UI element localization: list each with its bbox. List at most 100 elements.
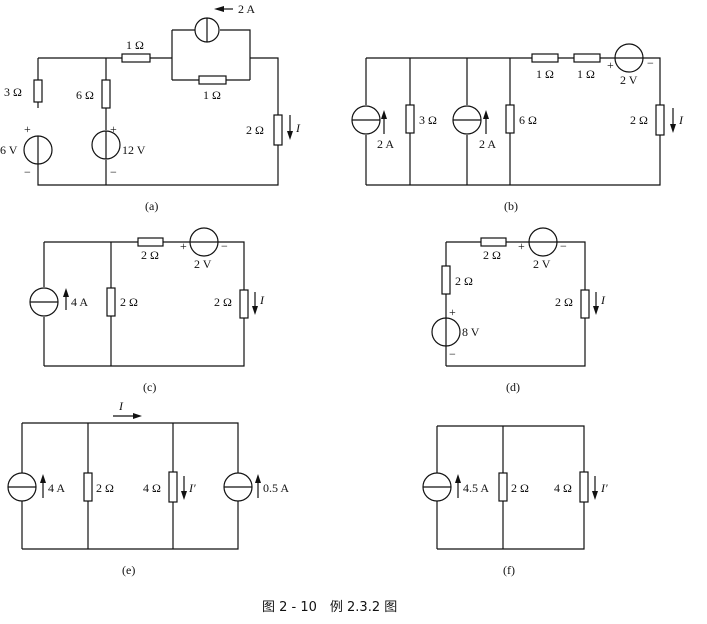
- voltage-source-a-mid: [91, 130, 121, 160]
- resistor-e-1: [83, 472, 93, 502]
- label-b-r-right: 2 Ω: [630, 113, 648, 127]
- caption-d: (d): [506, 380, 520, 394]
- label-b-r-series2: 1 Ω: [577, 67, 595, 81]
- label-c-src: 4 A: [71, 295, 88, 309]
- voltage-source-d-top: [528, 227, 558, 257]
- current-source-e-1: [7, 472, 37, 502]
- label-f-current-r2: I′: [600, 481, 608, 495]
- arrow-b-src2: [483, 110, 489, 134]
- label-d-plus-top: +: [518, 239, 525, 253]
- caption-a: (a): [145, 199, 158, 213]
- label-c-v-src: 2 V: [194, 257, 212, 271]
- resistor-e-2: [168, 471, 178, 503]
- label-b-current: I: [678, 113, 684, 127]
- label-a-v-left: 6 V: [0, 143, 18, 157]
- voltage-source-b: [614, 43, 644, 73]
- label-e-current-top: I: [118, 399, 124, 413]
- arrow-e-src1: [40, 474, 46, 498]
- circuit-b: 2 A 3 Ω 2 A 6 Ω 1 Ω 1 Ω + − 2 V 2 Ω I (b…: [351, 43, 684, 213]
- label-a-r-mid: 6 Ω: [76, 88, 94, 102]
- circuit-f: 4.5 A 2 Ω 4 Ω I′ (f): [422, 425, 608, 577]
- current-arrow-d: [593, 292, 599, 315]
- label-a-r-top: 1 Ω: [126, 38, 144, 52]
- label-f-r2: 4 Ω: [554, 481, 572, 495]
- arrow-f-src: [455, 474, 461, 498]
- caption-c: (c): [143, 380, 156, 394]
- circuit-a: 2 A 1 Ω 1 Ω 3 Ω 6 Ω 2 Ω I + 6 V − + 12 V…: [0, 2, 301, 213]
- voltage-source-c: [189, 227, 219, 257]
- resistor-b-series2: [573, 53, 601, 63]
- resistor-a-right: [273, 114, 283, 146]
- current-source-c: [29, 287, 59, 317]
- label-b-plus: +: [607, 58, 614, 72]
- label-e-src2: 0.5 A: [263, 481, 289, 495]
- label-b-minus: −: [647, 56, 654, 70]
- resistor-a-mid: [101, 79, 111, 109]
- label-c-r-mid: 2 Ω: [120, 295, 138, 309]
- label-c-current: I: [259, 293, 265, 307]
- current-arrow-f-r2: [592, 476, 598, 500]
- caption-f: (f): [503, 563, 515, 577]
- label-c-r-right: 2 Ω: [214, 295, 232, 309]
- resistor-d-left: [441, 265, 451, 295]
- resistor-d-top: [480, 237, 507, 247]
- current-arrow-c: [252, 292, 258, 315]
- resistor-c-right: [239, 289, 249, 319]
- label-b-r2: 6 Ω: [519, 113, 537, 127]
- voltage-source-a-left: [23, 135, 53, 165]
- current-source-e-2: [223, 472, 253, 502]
- label-f-src: 4.5 A: [463, 481, 489, 495]
- label-d-v-left: 8 V: [462, 325, 480, 339]
- label-a-r-left: 3 Ω: [4, 85, 22, 99]
- resistor-d-right: [580, 289, 590, 319]
- label-d-r-right: 2 Ω: [555, 295, 573, 309]
- label-e-r2: 4 Ω: [143, 481, 161, 495]
- current-arrow-b: [670, 108, 676, 133]
- label-d-current: I: [600, 293, 606, 307]
- label-d-v-top: 2 V: [533, 257, 551, 271]
- resistor-b-1: [405, 104, 415, 134]
- resistor-c-top: [137, 237, 164, 247]
- resistor-f-1: [498, 472, 508, 502]
- label-a-plus-mid: +: [110, 122, 117, 136]
- label-b-src2: 2 A: [479, 137, 496, 151]
- label-a-v-mid: 12 V: [122, 143, 146, 157]
- current-source-b-2: [452, 105, 482, 135]
- current-arrow-a: [287, 115, 293, 140]
- label-e-current-r2: I′: [188, 481, 196, 495]
- circuit-d: 2 Ω + 8 V − 2 Ω + − 2 V 2 Ω I (d): [431, 227, 606, 394]
- label-e-r1: 2 Ω: [96, 481, 114, 495]
- current-source-a-top: [194, 6, 233, 43]
- current-source-f: [422, 472, 452, 502]
- arrow-e-src2: [255, 474, 261, 498]
- label-a-source-top: 2 A: [238, 2, 255, 16]
- current-arrow-e-r2: [181, 476, 187, 500]
- label-a-r-parallel: 1 Ω: [203, 88, 221, 102]
- resistor-a-left: [33, 79, 43, 103]
- label-a-plus-left: +: [24, 122, 31, 136]
- resistor-a-top: [121, 53, 151, 63]
- label-e-src1: 4 A: [48, 481, 65, 495]
- label-a-minus-left: −: [24, 165, 31, 179]
- current-arrow-e-top: [113, 413, 142, 419]
- label-f-r1: 2 Ω: [511, 481, 529, 495]
- label-d-minus-top: −: [560, 239, 567, 253]
- label-b-r-series1: 1 Ω: [536, 67, 554, 81]
- resistor-b-2: [505, 104, 515, 134]
- label-b-v-src: 2 V: [620, 73, 638, 87]
- label-d-r-top: 2 Ω: [483, 248, 501, 262]
- caption-e: (e): [122, 563, 135, 577]
- label-c-plus: +: [180, 239, 187, 253]
- resistor-f-2: [579, 471, 589, 503]
- label-a-r-right: 2 Ω: [246, 123, 264, 137]
- circuit-c: 4 A 2 Ω 2 Ω + − 2 V 2 Ω I (c): [29, 227, 265, 394]
- resistor-b-right: [655, 104, 665, 136]
- arrow-c-src: [63, 288, 69, 310]
- label-c-r-top: 2 Ω: [141, 248, 159, 262]
- arrow-b-src1: [381, 110, 387, 134]
- resistor-c-mid: [106, 287, 116, 317]
- label-b-r1: 3 Ω: [419, 113, 437, 127]
- voltage-source-d-left: [431, 317, 461, 347]
- label-d-r-left: 2 Ω: [455, 274, 473, 288]
